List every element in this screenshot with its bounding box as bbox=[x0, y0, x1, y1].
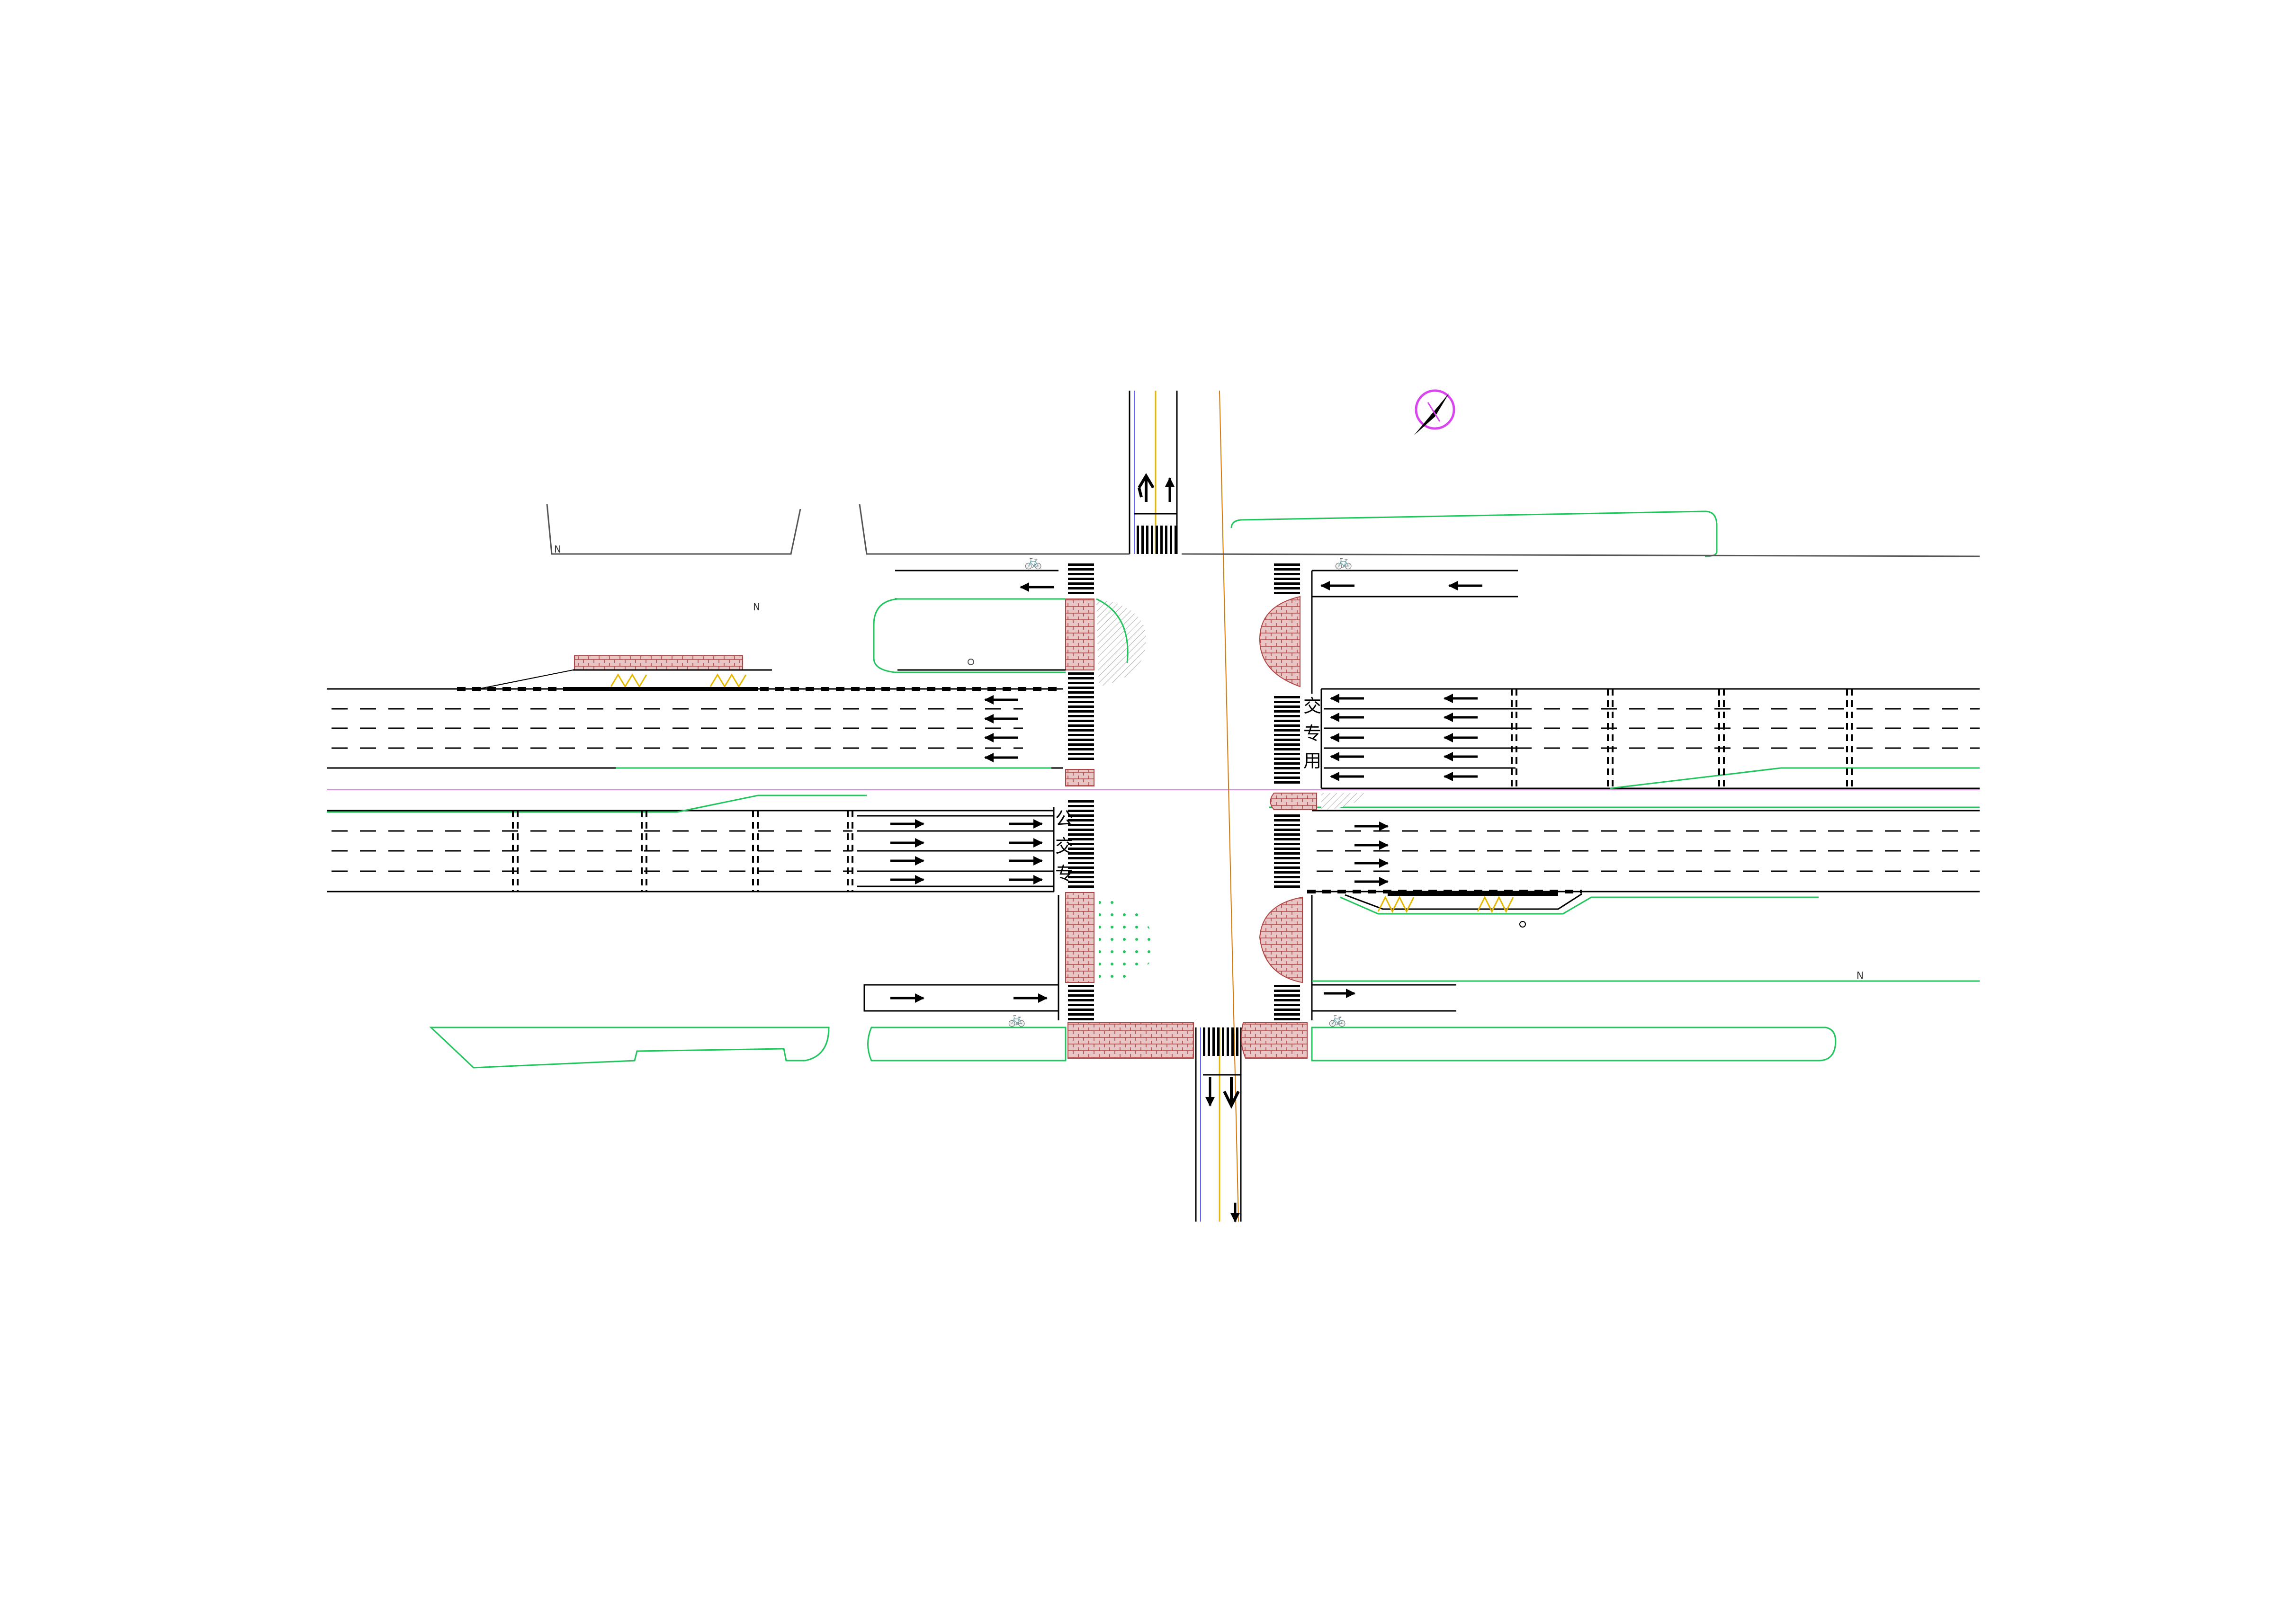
east-westbound-arrows bbox=[1330, 694, 1478, 781]
ne-block bbox=[1181, 510, 1980, 694]
crosswalk-east bbox=[1274, 694, 1300, 784]
south-road bbox=[1195, 1027, 1242, 1223]
sw-block bbox=[429, 895, 1067, 1069]
curb-line bbox=[327, 795, 867, 813]
crosswalk-east bbox=[1274, 985, 1300, 1020]
crosswalk-west bbox=[1068, 672, 1094, 762]
curb-line bbox=[1610, 767, 1980, 789]
bicycle-icon: 🚲 bbox=[1328, 1011, 1346, 1027]
east-eastbound-arrows bbox=[1354, 821, 1389, 886]
curb-line bbox=[873, 598, 1066, 673]
curb-line bbox=[867, 1027, 1067, 1062]
paved-corner bbox=[1067, 1022, 1194, 1059]
east-road bbox=[1269, 688, 1980, 928]
bus-zigzag-marking bbox=[1477, 895, 1514, 913]
bus-lane-stencil-east: 交 专 用 bbox=[1303, 696, 1322, 771]
plate-label: N bbox=[1857, 970, 1864, 981]
crosswalk bbox=[1134, 526, 1177, 554]
bicycle-icon: 🚲 bbox=[1024, 554, 1042, 570]
paved-island bbox=[1065, 769, 1094, 786]
paved-corner bbox=[1241, 1022, 1308, 1059]
crosswalk-west bbox=[1068, 798, 1094, 890]
planted-area bbox=[1099, 895, 1156, 982]
curb-line bbox=[1311, 1027, 1837, 1062]
crosswalk bbox=[1201, 1027, 1241, 1056]
paved-corner bbox=[1259, 596, 1300, 687]
bicycle-icon: 🚲 bbox=[1335, 554, 1353, 570]
bus-zigzag-marking bbox=[610, 673, 647, 688]
bus-stop-platform bbox=[574, 655, 743, 670]
plate-label: N bbox=[753, 601, 760, 613]
crosswalk-east bbox=[1274, 814, 1300, 890]
lane-breaks bbox=[512, 811, 853, 892]
west-road bbox=[327, 655, 1063, 769]
west-road-eastbound bbox=[327, 795, 1055, 893]
crosswalk-west bbox=[1068, 985, 1094, 1020]
hatched-area bbox=[1321, 793, 1369, 810]
crosswalk-west bbox=[1068, 561, 1094, 597]
plate-label: N bbox=[554, 544, 561, 555]
paved-corner bbox=[1270, 793, 1317, 810]
eastbound-arrows bbox=[890, 819, 1043, 884]
curb-line bbox=[1230, 510, 1718, 557]
north-road bbox=[1129, 391, 1178, 554]
curb-line bbox=[429, 1027, 830, 1069]
nw-block bbox=[546, 504, 1130, 673]
paved-corner bbox=[1259, 896, 1303, 983]
se-block bbox=[1311, 895, 1980, 1062]
hatched-area bbox=[1096, 599, 1146, 687]
bus-lane-stencil-west: 公 交 专 bbox=[1055, 808, 1074, 884]
design-centerline-vertical bbox=[1219, 390, 1239, 1222]
north-arrow-icon bbox=[1414, 389, 1455, 436]
westbound-arrows bbox=[984, 695, 1018, 762]
bus-zigzag-marking bbox=[709, 673, 747, 688]
crosswalk-east bbox=[1274, 561, 1300, 597]
paved-island bbox=[1065, 598, 1094, 670]
bicycle-icon: 🚲 bbox=[1008, 1011, 1026, 1027]
bus-zigzag-marking bbox=[1377, 895, 1415, 913]
paved-island bbox=[1065, 892, 1094, 983]
